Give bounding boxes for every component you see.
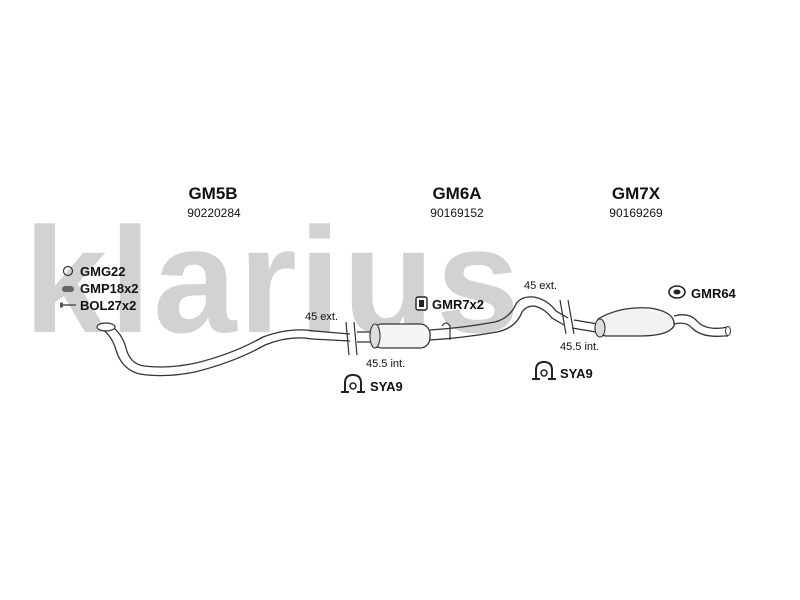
fitting-label-gmr-mid: GMR7x2: [432, 297, 484, 312]
clamp-icon: [62, 286, 74, 292]
fitting-label-bol: BOL27x2: [80, 298, 136, 313]
fitting-label-sya-1: SYA9: [370, 379, 403, 394]
rubber-mount-icon: [415, 296, 428, 311]
part-number-gm7x: 90169269: [609, 206, 663, 220]
u-clamp-icon: [532, 360, 556, 380]
u-clamp-icon: [341, 373, 365, 393]
part-code-gm5b: GM5B: [188, 184, 237, 203]
joint-1-external-label: 45 ext.: [305, 311, 338, 323]
fitting-label-gmg: GMG22: [80, 264, 126, 279]
fitting-label-gmp: GMP18x2: [80, 281, 139, 296]
joint-2-external-label: 45 ext.: [524, 280, 557, 292]
part-number-gm6a: 90169152: [430, 206, 484, 220]
watermark-logo: klarius: [24, 196, 522, 364]
flange-icon: [96, 322, 116, 332]
rubber-ring-mount-icon: [668, 285, 686, 299]
middle-silencer-gm6a: [357, 296, 569, 349]
part-number-gm5b: 90220284: [187, 206, 241, 220]
fitting-label-sya-2: SYA9: [560, 366, 593, 381]
rear-silencer-gm7x: [571, 307, 731, 338]
part-code-gm6a: GM6A: [432, 184, 481, 203]
fitting-label-gmr-rear: GMR64: [691, 286, 737, 301]
joint-2-internal-label: 45.5 int.: [560, 341, 599, 353]
gasket-ring-icon: [62, 265, 74, 277]
bolt-icon: [60, 302, 76, 308]
hanger-hook-icon: [441, 322, 451, 340]
joint-1-internal-label: 45.5 int.: [366, 358, 405, 370]
part-code-gm7x: GM7X: [612, 184, 661, 203]
front-pipe-gm5b: [96, 322, 351, 377]
pipe-joint-1: [345, 321, 358, 356]
